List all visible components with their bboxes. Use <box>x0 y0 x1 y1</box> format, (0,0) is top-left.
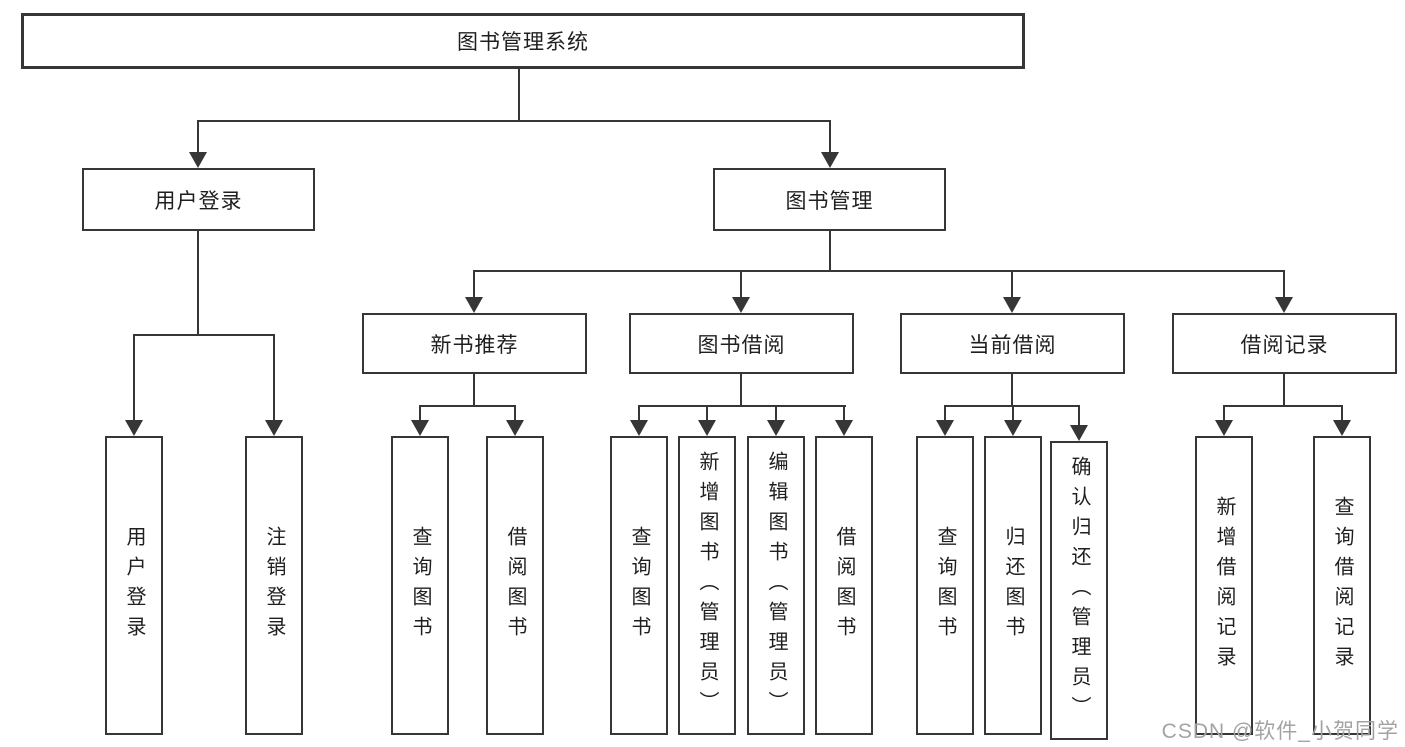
connector-drop-leaf-login <box>133 335 135 422</box>
leaf-logout: 注销登录 <box>245 436 303 735</box>
connector-g3-drop3 <box>775 406 777 422</box>
arrowhead-g3-leaf2 <box>698 420 716 436</box>
node-user-login: 用户登录 <box>82 168 315 231</box>
arrowhead-borrow-records <box>1275 297 1293 313</box>
connector-g3-drop2 <box>706 406 708 422</box>
arrowhead-g4-leaf3 <box>1070 425 1088 441</box>
leaf-borrow-books: 借阅图书 <box>815 436 873 735</box>
arrowhead-book-borrow <box>732 297 750 313</box>
leaf-query-books-recommend: 查询图书 <box>391 436 449 735</box>
connector-root-stem <box>518 69 520 122</box>
node-library-management-system: 图书管理系统 <box>21 13 1025 69</box>
connector-mgmt-stem <box>829 231 831 272</box>
arrowhead-g3-leaf4 <box>835 420 853 436</box>
leaf-query-books-current: 查询图书 <box>916 436 974 735</box>
connector-drop-leaf-logout <box>273 335 275 422</box>
arrowhead-user-login <box>189 152 207 168</box>
node-book-borrow: 图书借阅 <box>629 313 854 374</box>
leaf-borrow-books-recommend: 借阅图书 <box>486 436 544 735</box>
connector-g2-rail <box>419 405 516 407</box>
connector-g5-drop2 <box>1341 406 1343 422</box>
arrowhead-current-borrow <box>1003 297 1021 313</box>
connector-g2-drop2 <box>514 406 516 422</box>
leaf-edit-books-admin: 编辑图书（管理员） <box>747 436 805 735</box>
leaf-query-borrow-record: 查询借阅记录 <box>1313 436 1371 735</box>
arrowhead-leaf-login <box>125 420 143 436</box>
arrowhead-g3-leaf1 <box>630 420 648 436</box>
arrowhead-g3-leaf3 <box>767 420 785 436</box>
connector-g2-drop1 <box>419 406 421 422</box>
arrowhead-new-books <box>465 297 483 313</box>
arrowhead-g5-leaf2 <box>1333 420 1351 436</box>
leaf-add-books-admin: 新增图书（管理员） <box>678 436 736 735</box>
connector-g3-drop4 <box>843 406 845 422</box>
connector-drop-user-login <box>197 121 199 159</box>
arrowhead-leaf-logout <box>265 420 283 436</box>
leaf-query-books-borrow: 查询图书 <box>610 436 668 735</box>
connector-g2-stem <box>473 374 475 407</box>
csdn-watermark: CSDN @软件_小贺同学 <box>1161 720 1399 743</box>
connector-g3-drop1 <box>638 406 640 422</box>
arrowhead-g2-leaf1 <box>411 420 429 436</box>
connector-drop-new-books <box>473 271 475 303</box>
connector-login-rail <box>133 334 275 336</box>
connector-g5-drop1 <box>1223 406 1225 422</box>
node-new-book-recommend: 新书推荐 <box>362 313 587 374</box>
arrowhead-g2-leaf2 <box>506 420 524 436</box>
connector-drop-book-management <box>829 121 831 159</box>
connector-login-stem <box>197 231 199 336</box>
connector-drop-current-borrow <box>1011 271 1013 303</box>
connector-g5-stem <box>1283 374 1285 407</box>
node-borrow-records: 借阅记录 <box>1172 313 1397 374</box>
connector-g4-stem <box>1011 374 1013 407</box>
leaf-user-login: 用户登录 <box>105 436 163 735</box>
leaf-confirm-return-admin: 确认归还（管理员） <box>1050 441 1108 740</box>
arrowhead-book-management <box>821 152 839 168</box>
connector-g5-rail <box>1223 405 1343 407</box>
connector-g4-drop1 <box>944 406 946 422</box>
connector-drop-borrow-records <box>1283 271 1285 303</box>
connector-g4-drop2 <box>1012 406 1014 422</box>
node-current-borrow: 当前借阅 <box>900 313 1125 374</box>
connector-mgmt-rail <box>473 270 1285 272</box>
connector-g3-rail <box>638 405 846 407</box>
arrowhead-g4-leaf2 <box>1004 420 1022 436</box>
arrowhead-g5-leaf1 <box>1215 420 1233 436</box>
leaf-return-books: 归还图书 <box>984 436 1042 735</box>
leaf-add-borrow-record: 新增借阅记录 <box>1195 436 1253 735</box>
connector-g4-drop3 <box>1078 406 1080 427</box>
node-book-management: 图书管理 <box>713 168 946 231</box>
arrowhead-g4-leaf1 <box>936 420 954 436</box>
connector-drop-book-borrow <box>740 271 742 303</box>
connector-g3-stem <box>740 374 742 407</box>
connector-root-rail <box>197 120 831 122</box>
